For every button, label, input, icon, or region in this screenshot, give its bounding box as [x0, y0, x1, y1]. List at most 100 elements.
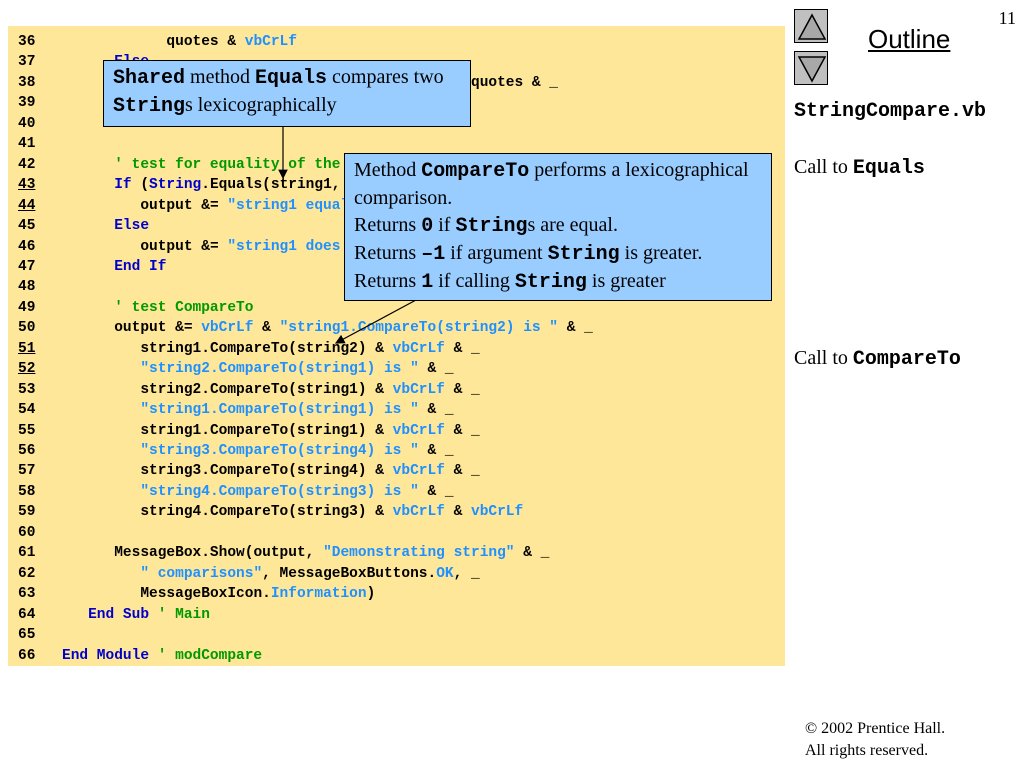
code-indent	[62, 566, 140, 582]
callout-text: is greater.	[619, 242, 703, 264]
code-line: 53 string2.CompareTo(string1) & vbCrLf &…	[18, 380, 480, 400]
line-number: 54	[18, 402, 36, 419]
code-indent	[62, 198, 140, 214]
callout-code: String	[113, 95, 186, 118]
line-number: 43	[18, 177, 36, 194]
code-line: 36 quotes & vbCrLf	[18, 32, 297, 52]
code-indent	[62, 157, 114, 173]
code-line: 62 " comparisons", MessageBoxButtons.OK,…	[18, 564, 480, 584]
code-string: vbCrLf	[392, 422, 445, 439]
next-slide-button[interactable]	[794, 51, 828, 85]
line-number: 62	[18, 565, 36, 582]
code-text: string3.CompareTo(string4) &	[140, 463, 393, 480]
callout-text: method	[185, 66, 256, 88]
outline-title: Outline	[868, 24, 951, 54]
code-string: "string1.CompareTo(string1) is "	[140, 402, 419, 419]
line-number: 59	[18, 504, 36, 521]
code-line: 61 MessageBox.Show(output, "Demonstratin…	[18, 543, 549, 563]
callout-code: Equals	[255, 67, 328, 90]
code-text: , _	[453, 565, 480, 582]
code-line: 59 string4.CompareTo(string3) & vbCrLf &…	[18, 502, 523, 522]
code-indent	[62, 300, 114, 316]
code-line: 48	[18, 277, 62, 297]
code-text: & _	[558, 320, 593, 337]
line-number: 65	[18, 627, 36, 644]
line-number: 44	[18, 197, 36, 214]
code-line: 49 ' test CompareTo	[18, 298, 253, 318]
code-indent	[62, 177, 114, 193]
code-indent	[62, 402, 140, 418]
code-indent	[62, 545, 114, 561]
copyright-line-1: © 2002 Prentice Hall.	[805, 720, 946, 737]
code-text: output &=	[140, 197, 228, 214]
outline-note-compareto: Call to CompareTo	[794, 347, 961, 371]
code-line: 54 "string1.CompareTo(string1) is " & _	[18, 400, 454, 420]
code-comment: ' Main	[157, 606, 210, 623]
callout-text: s are equal.	[527, 214, 618, 236]
triangle-down-icon	[797, 56, 827, 83]
code-line: 45 Else	[18, 216, 149, 236]
code-keyword: If	[114, 177, 132, 194]
callout-code: Shared	[113, 67, 186, 90]
callout-text: compares two	[327, 66, 444, 88]
code-text: MessageBoxIcon.	[140, 586, 271, 603]
code-string: "Demonstrating string"	[323, 545, 515, 562]
code-line: 63 MessageBoxIcon.Information)	[18, 584, 375, 604]
outline-note-code: Equals	[852, 157, 925, 180]
line-number: 61	[18, 545, 36, 562]
line-number: 64	[18, 606, 36, 623]
code-comment: ' modCompare	[157, 647, 263, 664]
code-indent	[62, 34, 166, 50]
code-string: vbCrLf	[392, 381, 445, 398]
line-number: 56	[18, 443, 36, 459]
line-number: 46	[18, 238, 36, 255]
code-indent	[62, 423, 140, 439]
code-text: & _	[514, 545, 550, 562]
line-number: 52	[18, 361, 36, 378]
code-indent	[62, 607, 88, 623]
line-number: 49	[18, 299, 36, 316]
line-number: 37	[18, 54, 36, 71]
previous-slide-button[interactable]	[794, 9, 828, 43]
code-text: MessageBox.Show(output,	[114, 545, 324, 562]
code-string: vbCrLf	[392, 463, 445, 480]
line-number: 50	[18, 320, 36, 337]
code-string: " comparisons"	[140, 565, 263, 582]
line-number: 63	[18, 586, 36, 603]
callout-text: Returns	[354, 270, 422, 292]
code-keyword: Else	[114, 218, 150, 235]
outline-note-prefix: Call to	[794, 347, 853, 369]
line-number: 40	[18, 115, 36, 132]
callout-code: String	[547, 243, 620, 266]
code-line: 60	[18, 523, 62, 543]
slide-number: 11	[998, 8, 1016, 28]
copyright: © 2002 Prentice Hall. All rights reserve…	[805, 718, 945, 762]
line-number: 57	[18, 463, 36, 480]
callout-code: –1	[421, 243, 446, 266]
code-keyword: String	[149, 177, 202, 194]
code-indent	[62, 586, 140, 602]
code-line: 56 "string3.CompareTo(string4) is " & _	[18, 441, 454, 461]
code-string: "string3.CompareTo(string4) is "	[140, 443, 419, 459]
code-indent	[62, 218, 114, 234]
code-string: vbCrLf	[201, 320, 254, 337]
code-text	[149, 648, 158, 664]
code-string: "string2.CompareTo(string1) is "	[140, 361, 419, 378]
code-string: OK	[436, 565, 454, 582]
code-string: Information	[270, 586, 367, 603]
code-line: 52 "string2.CompareTo(string1) is " & _	[18, 359, 454, 379]
outline-note-code: CompareTo	[852, 348, 961, 371]
line-number: 60	[18, 524, 36, 541]
code-text: )	[366, 586, 376, 603]
callout-equals: Shared method Equals compares two String…	[103, 60, 471, 127]
callout-code: String	[514, 271, 587, 294]
code-text: & _	[418, 483, 454, 500]
outline-note-prefix: Call to	[794, 156, 853, 178]
callout-text: is greater	[586, 270, 666, 292]
copyright-line-2: All rights reserved.	[805, 742, 929, 759]
code-indent	[62, 341, 140, 357]
code-indent	[62, 259, 114, 275]
code-string: vbCrLf	[392, 340, 445, 357]
